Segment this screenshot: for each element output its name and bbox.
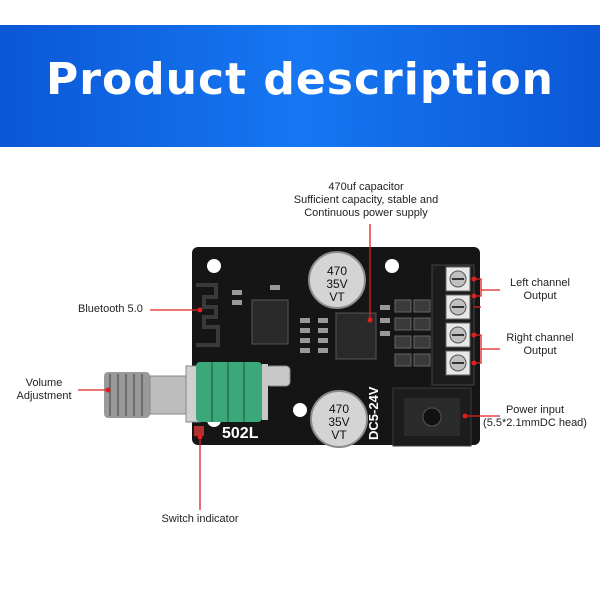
left-channel-callout: Left channel Output xyxy=(500,277,580,303)
switch-indicator-callout: Switch indicator xyxy=(161,513,239,525)
volume-callout-line-1: Volume xyxy=(25,377,63,389)
board-voltage-label: DC5-24V xyxy=(366,386,381,440)
banner xyxy=(0,25,600,147)
mount-hole xyxy=(385,259,399,273)
cap-line-3: VT xyxy=(331,428,347,442)
capacitor-callout-line-3: Continuous power supply xyxy=(304,207,428,219)
board-model-label: 502L xyxy=(222,425,259,442)
capacitor-callout-line-1: 470uf capacitor xyxy=(328,181,404,193)
terminal-block xyxy=(431,264,475,386)
callout-lines xyxy=(78,224,500,510)
right-channel-callout: Right channel Output xyxy=(500,332,580,358)
left-channel-line-2: Output xyxy=(523,290,557,302)
power-input-line-2: (5.5*2.1mmDC head) xyxy=(483,417,587,429)
indicator-led xyxy=(194,426,204,436)
ic-chip xyxy=(251,299,289,345)
power-jack xyxy=(392,387,472,447)
mount-hole xyxy=(293,403,307,417)
potentiometer xyxy=(104,362,268,423)
capacitor-bottom: 470 35V VT xyxy=(310,390,368,448)
capacitor-callout-line-2: Sufficient capacity, stable and xyxy=(293,194,439,206)
left-channel-line-1: Left channel xyxy=(510,277,570,289)
mount-hole xyxy=(207,259,221,273)
crystal xyxy=(265,365,291,387)
power-input-line-1: Power input xyxy=(505,404,565,416)
capacitor-callout: 470uf capacitor Sufficient capacity, sta… xyxy=(286,181,446,220)
power-input-callout: Power input (5.5*2.1mmDC head) xyxy=(480,404,590,430)
volume-callout: Volume Adjustment xyxy=(12,377,76,403)
cap-line-2: 35V xyxy=(328,415,349,429)
right-channel-line-1: Right channel xyxy=(506,332,574,344)
right-channel-line-2: Output xyxy=(523,345,557,357)
cap-line-1: 470 xyxy=(327,264,347,278)
page-title: Product description xyxy=(46,54,554,105)
antenna-trace xyxy=(196,283,220,347)
cap-line-1: 470 xyxy=(329,402,349,416)
capacitor-top: 470 35V VT xyxy=(308,251,366,309)
bluetooth-callout: Bluetooth 5.0 xyxy=(78,303,143,315)
callout-dots xyxy=(105,276,477,440)
volume-callout-line-2: Adjustment xyxy=(16,390,72,402)
cap-line-2: 35V xyxy=(326,277,347,291)
cap-line-3: VT xyxy=(329,290,345,304)
